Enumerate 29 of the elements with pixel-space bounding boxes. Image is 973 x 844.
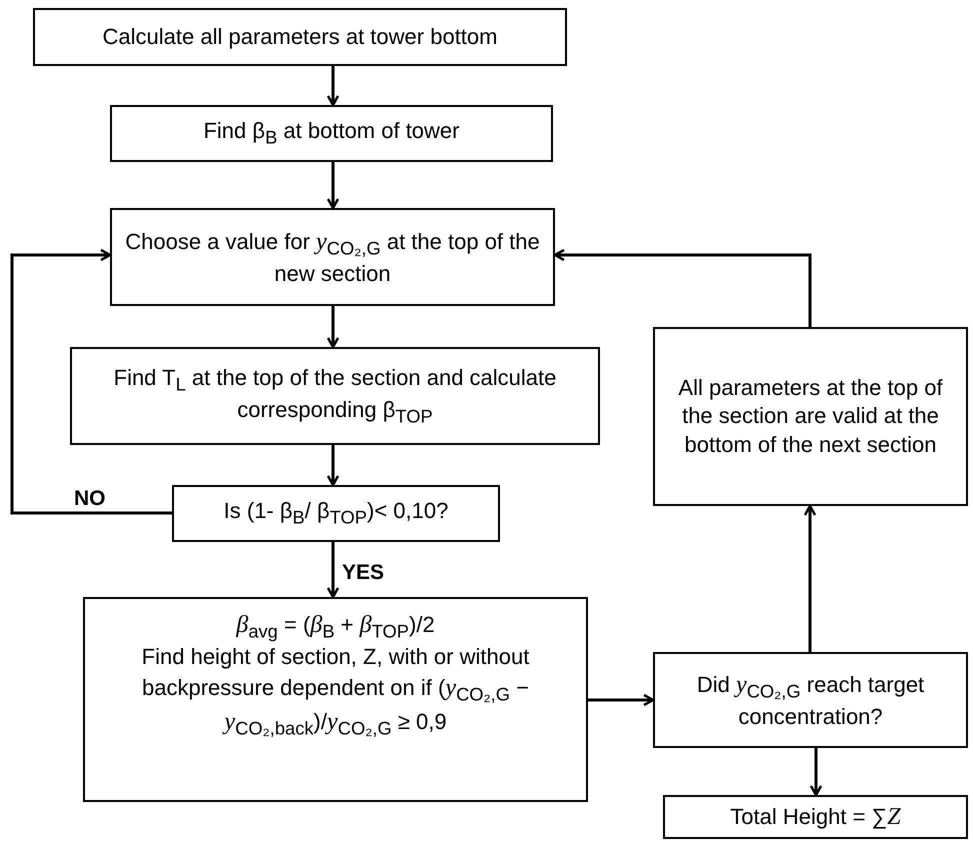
arrow: [326, 66, 340, 106]
arrow: [554, 248, 812, 327]
decision-box: [172, 485, 500, 542]
process-box: [110, 105, 553, 162]
arrow: [326, 162, 340, 210]
node-text: Find T$_{L}$ at the top of the section and calculate corresponding β$_{TOP}$: [112, 364, 558, 428]
node-text: Find β$_{B}$ at bottom of tower: [203, 117, 460, 150]
node-text: All parameters at the top of the section are valid at the bottom of the next section: [677, 374, 944, 459]
process-box: [33, 8, 567, 66]
decision-box: [653, 652, 968, 748]
result-box: [663, 795, 968, 839]
arrow: [588, 694, 654, 706]
arrow: [326, 306, 340, 348]
arrow: [326, 445, 340, 486]
arrow: [326, 542, 340, 598]
node-text: Total Height = ∑Z: [730, 802, 901, 832]
process-box: [70, 347, 600, 445]
node-text: Is (1- β$_{B}$/ β$_{TOP}$)< 0,10?: [224, 497, 448, 530]
node-text: Did y$_{CO₂,G}$ reach target concentration?: [696, 670, 926, 731]
formula-text: β$_{avg}$ = (β$_{B}$ + β$_{TOP}$)/2: [236, 610, 435, 644]
arrow: [804, 504, 816, 652]
arrow: [10, 248, 172, 514]
process-box: [653, 327, 968, 506]
process-box: [83, 597, 588, 802]
node-text: Calculate all parameters at tower bottom: [102, 22, 498, 51]
process-box: [110, 208, 555, 306]
arrow: [810, 748, 822, 796]
node-text: Find height of section, Z, with or without backpressure dependent on if (y$_{CO₂,G}$ − y$_{CO₂,back}$)/y$_{CO₂,G}$ ≥ 0,9: [140, 643, 530, 740]
node-text: Choose a value for y$_{CO₂,G}$ at the top of the new section: [124, 226, 541, 288]
